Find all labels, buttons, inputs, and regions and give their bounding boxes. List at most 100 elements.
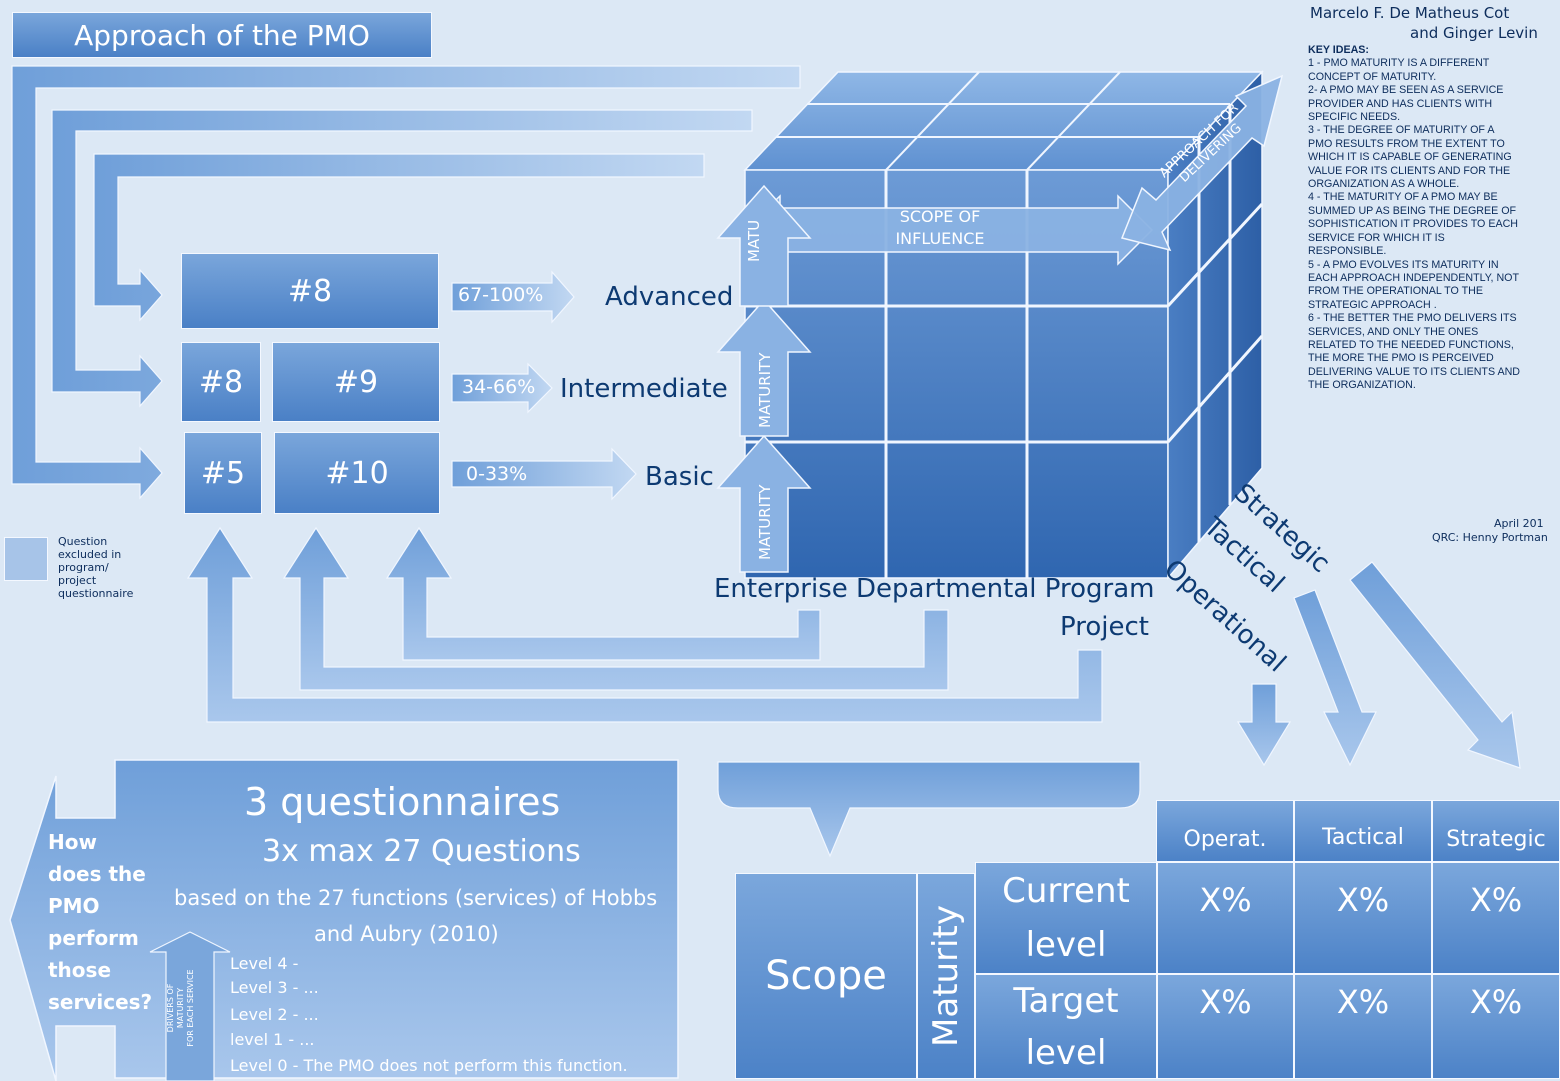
table-cell-current-strategic: X% xyxy=(1432,862,1560,974)
date-label: April 201 xyxy=(1494,517,1544,530)
maturity-arrow-mid xyxy=(716,298,812,437)
maturity-level-3: Level 3 - ... xyxy=(230,978,319,997)
strategic-diagonal-arrow xyxy=(1349,561,1521,769)
table-header-operational: Operat. xyxy=(1156,800,1294,862)
maturity-level-1: level 1 - ... xyxy=(230,1030,315,1049)
key-idea-line: DELIVERING VALUE TO ITS CLIENTS AND xyxy=(1308,365,1521,378)
legend-swatch xyxy=(4,537,48,581)
scope-of-influence-label: SCOPE OF INFLUENCE xyxy=(895,207,985,248)
key-idea-line: RESPONSIBLE. xyxy=(1308,245,1387,258)
table-header-strategic: Strategic xyxy=(1432,800,1560,862)
inner-l-arrow xyxy=(93,153,705,322)
return-arrow-project xyxy=(186,526,1103,723)
key-idea-line: 6 - THE BETTER THE PMO DELIVERS ITS xyxy=(1308,312,1517,325)
pct-arrow-intermediate xyxy=(451,362,553,414)
key-idea-line: RELATED TO THE NEEDED FUNCTIONS, xyxy=(1308,338,1514,351)
maturity-level-0: Level 0 - The PMO does not perform this … xyxy=(230,1056,628,1075)
maturity-cube xyxy=(716,70,1284,581)
return-arrow-program xyxy=(282,526,949,691)
maturity-arrow-bottom xyxy=(716,434,812,573)
table-scope-cell: Scope xyxy=(735,873,917,1079)
maturity-level-2: Level 2 - ... xyxy=(230,1005,319,1024)
maturity-label-top: MATU xyxy=(745,219,763,262)
legend-text: Question excluded in program/ project qu… xyxy=(58,535,134,600)
table-row-target-label: Target level xyxy=(975,974,1157,1079)
key-idea-line: PMO RESULTS FROM THE EXTENT TO xyxy=(1308,137,1505,150)
brace-shape xyxy=(717,761,1141,858)
table-cell-current-operational: X% xyxy=(1157,862,1294,974)
key-idea-line: SOPHISTICATION IT PROVIDES TO EACH xyxy=(1308,218,1519,231)
scope-levels-label: Enterprise Departmental Program xyxy=(714,574,1155,604)
questionnaires-subtitle: 3x max 27 Questions xyxy=(262,834,581,869)
maturity-arrow-top xyxy=(716,184,812,307)
key-idea-line: FROM THE OPERATIONAL TO THE xyxy=(1308,285,1483,298)
level-label-intermediate: Intermediate xyxy=(560,374,728,404)
scope-project-label: Project xyxy=(1060,612,1149,642)
questionnaires-title: 3 questionnaires xyxy=(244,780,561,824)
key-idea-line: ORGANIZATION AS A WHOLE. xyxy=(1308,178,1460,191)
approach-arrows-right xyxy=(1236,561,1521,769)
return-arrow-departmental xyxy=(385,526,821,661)
key-idea-line: EACH APPROACH INDEPENDENTLY, NOT xyxy=(1308,271,1520,284)
key-ideas-panel: KEY IDEAS: 1 - PMO MATURITY IS A DIFFERE… xyxy=(1308,44,1560,393)
question-how-does-pmo: How does the PMO perform those services? xyxy=(48,830,153,1014)
table-cell-target-strategic: X% xyxy=(1432,974,1560,1079)
author-line-1: Marcelo F. De Matheus Cot xyxy=(1310,4,1510,22)
table-row-current-label: Current level xyxy=(975,862,1157,974)
scope-return-arrows xyxy=(186,526,1103,723)
key-ideas-heading: KEY IDEAS: xyxy=(1308,44,1369,56)
author-line-2: and Ginger Levin xyxy=(1410,24,1538,42)
key-idea-line: THE MORE THE PMO IS PERCEIVED xyxy=(1308,352,1494,365)
key-idea-line: STRATEGIC APPROACH . xyxy=(1308,298,1437,311)
page-title: Approach of the PMO xyxy=(12,12,432,58)
key-idea-line: CONCEPT OF MATURITY. xyxy=(1308,70,1437,83)
key-idea-line: PROVIDER AND HAS CLIENTS WITH xyxy=(1308,97,1493,110)
key-idea-line: THE ORGANIZATION. xyxy=(1308,379,1416,392)
tactical-diagonal-arrow xyxy=(1293,589,1377,767)
pct-arrow-basic xyxy=(451,447,637,501)
pct-basic: 0-33% xyxy=(466,463,528,485)
table-header-tactical: Tactical xyxy=(1294,800,1432,862)
key-idea-line: 3 - THE DEGREE OF MATURITY OF A xyxy=(1308,124,1495,137)
table-cell-current-tactical: X% xyxy=(1294,862,1432,974)
maturity-label-mid: MATURITY xyxy=(756,352,774,428)
operational-down-arrow xyxy=(1236,683,1292,767)
key-idea-line: SERVICE FOR WHICH IT IS xyxy=(1308,231,1445,244)
outer-l-arrow xyxy=(11,65,801,500)
key-idea-line: SPECIFIC NEEDS. xyxy=(1308,111,1401,124)
key-idea-line: SERVICES, AND ONLY THE ONES xyxy=(1308,325,1479,338)
key-idea-line: SUMMED UP AS BEING THE DEGREE OF xyxy=(1308,204,1517,217)
maturity-level-4: Level 4 - xyxy=(230,954,299,973)
question-box-intermediate-9: #9 xyxy=(272,342,440,422)
level-label-advanced: Advanced xyxy=(605,282,734,312)
drivers-of-maturity-label: DRIVERS OF MATURITY FOR EACH SERVICE xyxy=(166,969,195,1047)
question-box-basic-5: #5 xyxy=(184,432,262,514)
maturity-label-bottom: MATURITY xyxy=(756,484,774,560)
pct-advanced: 67-100% xyxy=(458,284,544,306)
approach-arrows-left xyxy=(11,65,801,500)
level-label-basic: Basic xyxy=(645,462,714,492)
key-idea-line: WHICH IT IS CAPABLE OF GENERATING xyxy=(1308,151,1512,164)
middle-l-arrow xyxy=(51,109,753,408)
key-idea-line: 2- A PMO MAY BE SEEN AS A SERVICE xyxy=(1308,84,1504,97)
key-idea-line: 1 - PMO MATURITY IS A DIFFERENT xyxy=(1308,57,1490,70)
pct-arrow-advanced xyxy=(451,270,575,324)
key-idea-line: VALUE FOR ITS CLIENTS AND FOR THE xyxy=(1308,164,1511,177)
approach-delivering-arrow xyxy=(1120,74,1284,252)
key-idea-line: 5 - A PMO EVOLVES ITS MATURITY IN xyxy=(1308,258,1499,271)
percentage-arrows xyxy=(451,270,637,501)
question-box-intermediate-8: #8 xyxy=(181,342,261,422)
table-maturity-cell: Maturity xyxy=(917,873,975,1079)
table-cell-target-tactical: X% xyxy=(1294,974,1432,1079)
qrc-label: QRC: Henny Portman xyxy=(1432,531,1548,544)
questionnaires-basis-line1: based on the 27 functions (services) of … xyxy=(174,886,658,910)
pct-intermediate: 34-66% xyxy=(462,376,536,398)
questionnaires-basis-line2: and Aubry (2010) xyxy=(314,922,499,946)
table-cell-target-operational: X% xyxy=(1157,974,1294,1079)
question-box-basic-10: #10 xyxy=(274,432,440,514)
drivers-of-maturity-arrow xyxy=(149,931,231,1081)
question-box-advanced-8: #8 xyxy=(181,253,439,329)
key-idea-line: 4 - THE MATURITY OF A PMO MAY BE xyxy=(1308,191,1498,204)
